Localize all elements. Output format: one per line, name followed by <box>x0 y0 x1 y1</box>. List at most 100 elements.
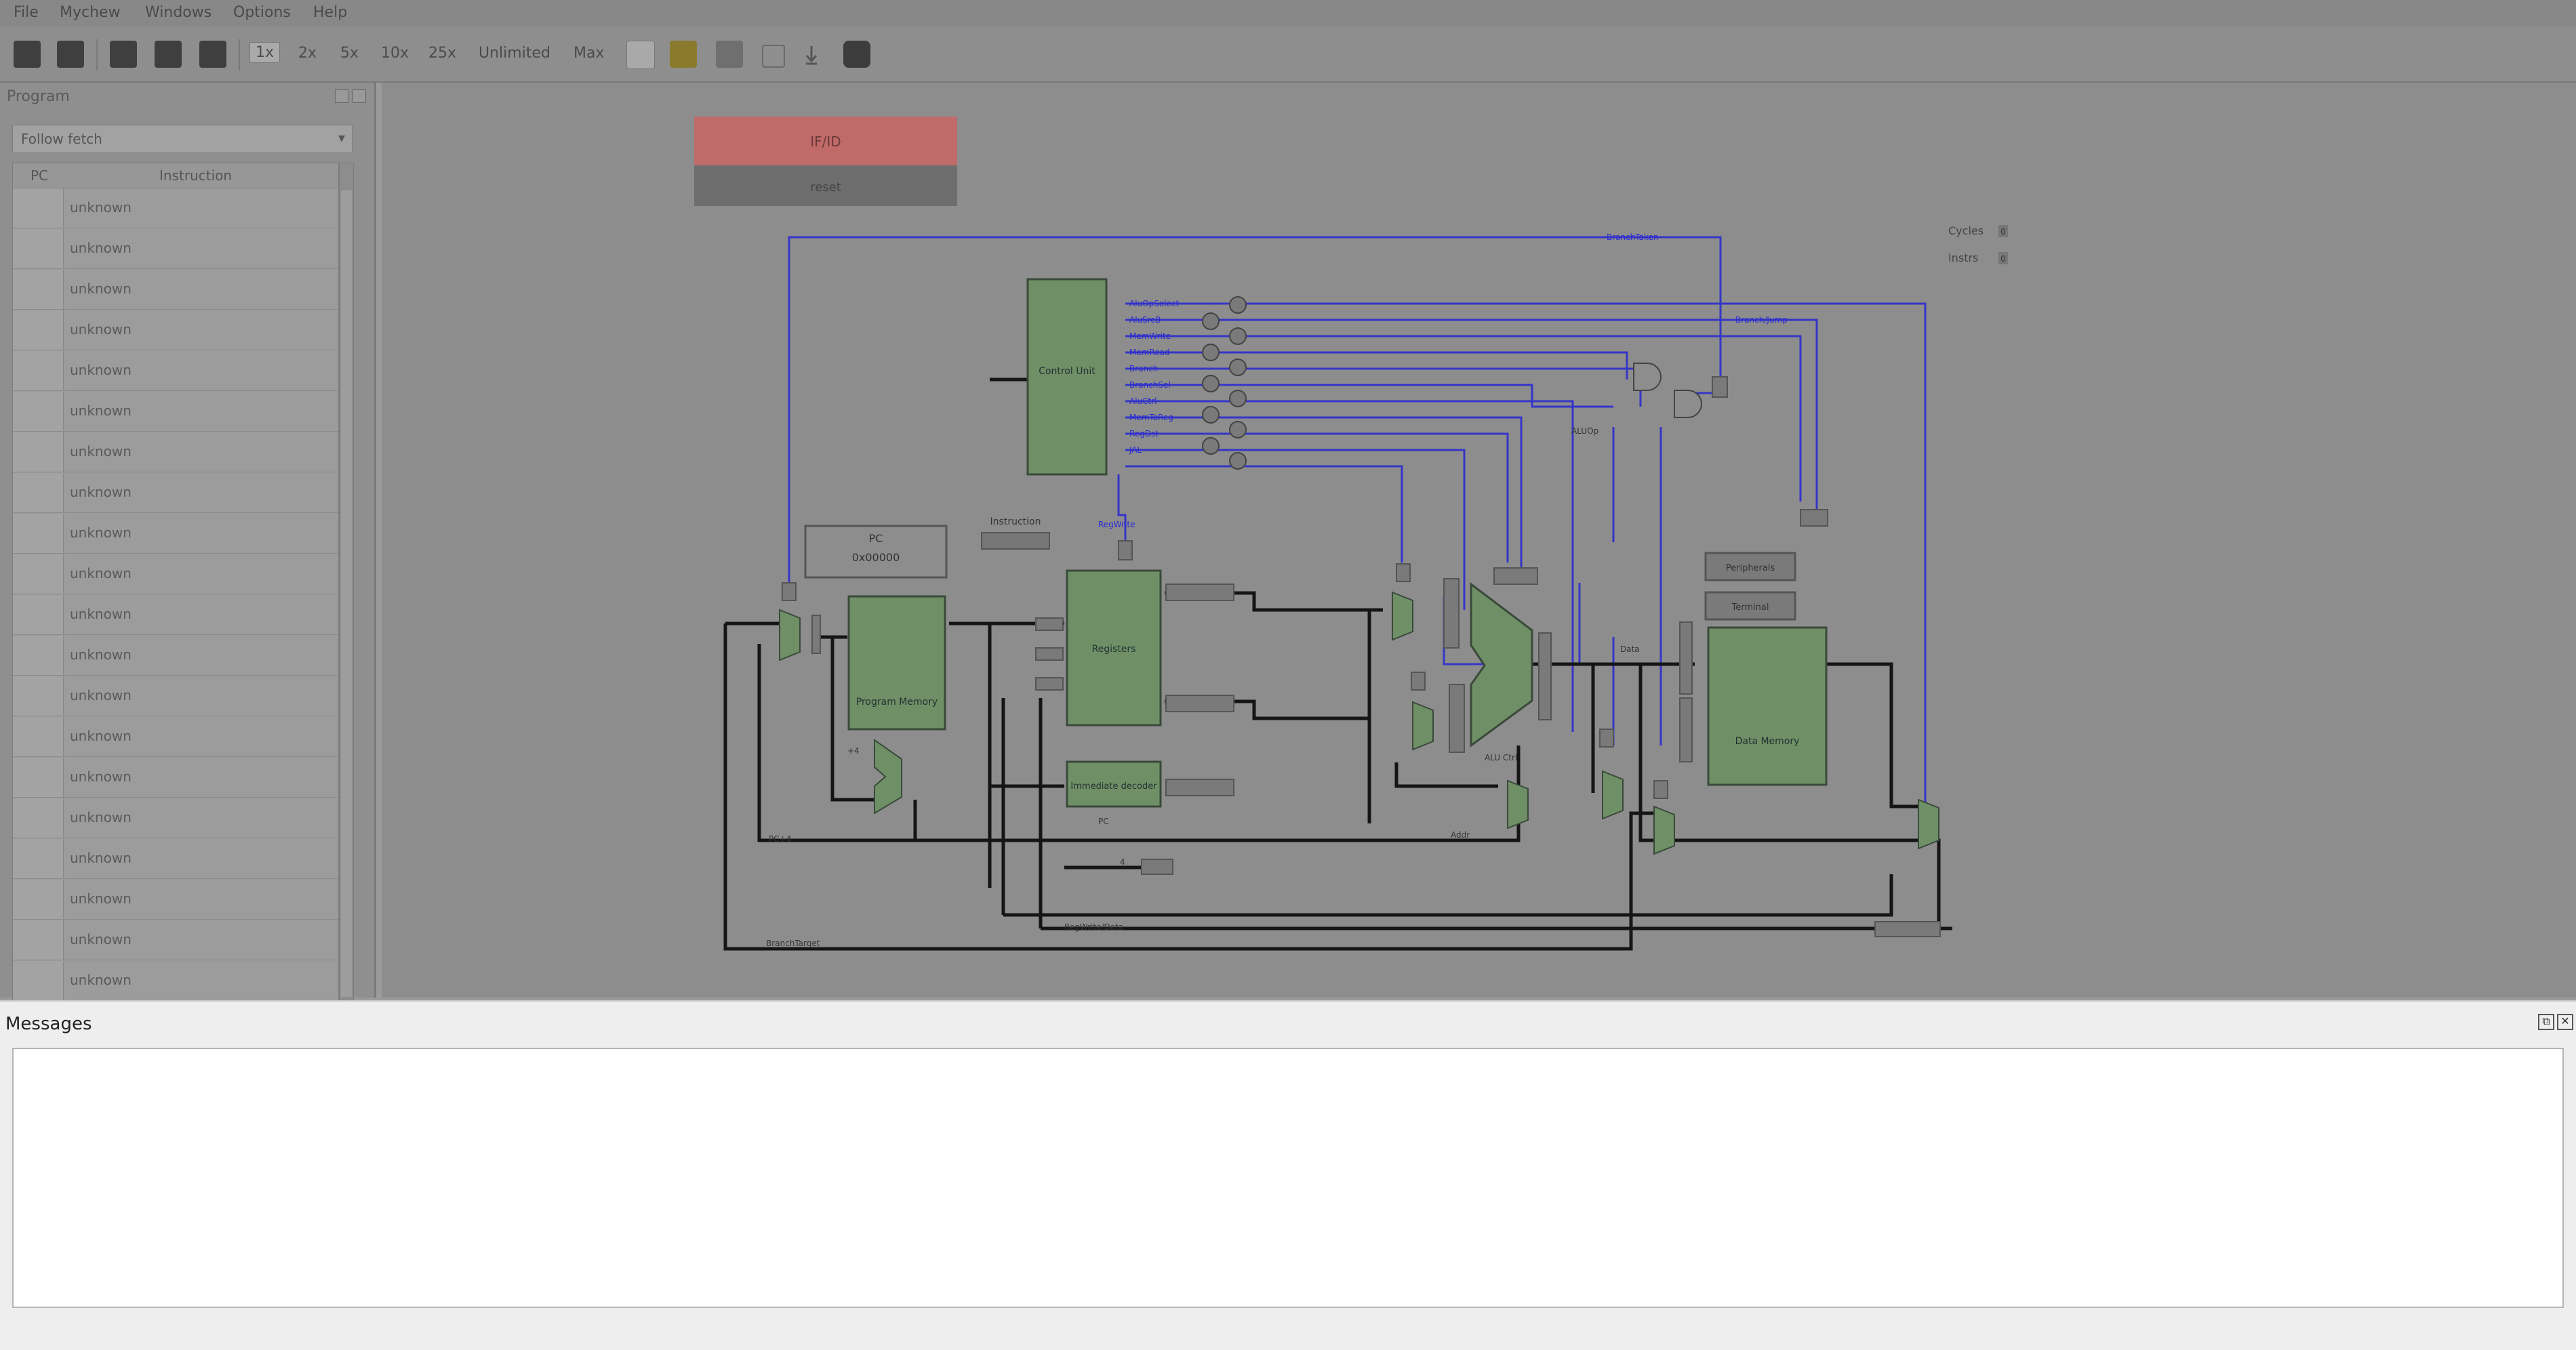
table-row[interactable]: unknown <box>13 554 338 594</box>
table-row[interactable]: unknown <box>13 432 338 472</box>
table-row[interactable]: unknown <box>13 961 338 1001</box>
program-panel: Program Follow fetch ▾ PC Instruction un… <box>0 83 376 1068</box>
table-row[interactable]: unknown <box>13 880 338 920</box>
row-pc-cell[interactable] <box>13 188 64 228</box>
table-row[interactable]: unknown <box>13 514 338 554</box>
table-row[interactable]: unknown <box>13 310 338 350</box>
row-pc-cell[interactable] <box>13 310 64 350</box>
row-pc-cell[interactable] <box>13 270 64 309</box>
reset-icon[interactable] <box>110 41 137 68</box>
select-processor-icon[interactable] <box>14 41 41 68</box>
table-row[interactable]: unknown <box>13 920 338 960</box>
new-file-icon[interactable] <box>626 41 655 69</box>
row-pc-cell[interactable] <box>13 717 64 756</box>
row-pc-cell[interactable] <box>13 636 64 675</box>
toolbar: 1x 2x 5x 10x 25x Unlimited Max <box>0 27 2576 83</box>
row-instruction: unknown <box>70 525 132 541</box>
row-pc-cell[interactable] <box>13 676 64 716</box>
close-panel-icon[interactable] <box>353 89 366 103</box>
row-pc-cell[interactable] <box>13 554 64 594</box>
processor-canvas[interactable]: IF/ID reset Cycles 0 Instrs 0 <box>382 83 2576 998</box>
four-label: 4 <box>1120 857 1125 867</box>
table-row[interactable]: unknown <box>13 798 338 838</box>
branch-jump-label: Branch/Jump <box>1735 315 1788 325</box>
menu-file[interactable]: File <box>14 4 39 21</box>
speed-2x[interactable]: 2x <box>298 45 317 62</box>
control-unit-block[interactable] <box>1026 278 1108 476</box>
program-memory-block[interactable] <box>847 595 946 731</box>
reset-label: reset <box>810 180 841 195</box>
speed-1x[interactable]: 1x <box>249 42 281 63</box>
float-panel-icon[interactable] <box>335 89 348 103</box>
row-pc-cell[interactable] <box>13 920 64 960</box>
row-pc-cell[interactable] <box>13 351 64 390</box>
speed-unlimited[interactable]: Unlimited <box>479 45 550 62</box>
menu-options[interactable]: Options <box>233 4 291 21</box>
table-row[interactable]: unknown <box>13 636 338 676</box>
table-row[interactable]: unknown <box>13 595 338 635</box>
terminal-label: Terminal <box>1731 602 1769 613</box>
terminal-box[interactable] <box>1704 591 1796 621</box>
row-instruction: unknown <box>70 199 132 216</box>
menu-windows[interactable]: Windows <box>145 4 212 21</box>
speed-5x[interactable]: 5x <box>340 45 359 62</box>
row-pc-cell[interactable] <box>13 961 64 1000</box>
row-pc-cell[interactable] <box>13 798 64 838</box>
row-pc-cell[interactable] <box>13 432 64 472</box>
muxes <box>779 591 1939 855</box>
table-row[interactable]: unknown <box>13 839 338 879</box>
table-row[interactable]: unknown <box>13 270 338 310</box>
table-row[interactable]: unknown <box>13 758 338 798</box>
follow-select[interactable]: Follow fetch ▾ <box>12 125 353 153</box>
row-instruction: unknown <box>70 728 132 744</box>
save-icon[interactable] <box>716 41 743 68</box>
menu-mychew[interactable]: Mychew <box>60 4 121 21</box>
immediate-decoder-block[interactable] <box>1066 760 1162 808</box>
instrs-value: 0 <box>2000 254 2006 264</box>
speed-25x[interactable]: 25x <box>428 45 457 62</box>
table-row[interactable]: unknown <box>13 392 338 432</box>
peripherals-box[interactable] <box>1704 552 1796 581</box>
row-pc-cell[interactable] <box>13 595 64 634</box>
pc-box[interactable] <box>804 525 948 579</box>
signal-aluctrl: AluCtrl <box>1129 396 1157 406</box>
table-row[interactable]: unknown <box>13 188 338 228</box>
col-pc-header[interactable]: PC <box>31 167 49 184</box>
close-messages-icon[interactable]: ✕ <box>2557 1014 2573 1030</box>
messages-text-area[interactable] <box>12 1048 2564 1308</box>
row-pc-cell[interactable] <box>13 229 64 268</box>
row-pc-cell[interactable] <box>13 758 64 797</box>
row-pc-cell[interactable] <box>13 880 64 919</box>
tags-icon[interactable] <box>843 41 870 68</box>
row-pc-cell[interactable] <box>13 473 64 512</box>
expand-icon[interactable] <box>762 45 785 68</box>
table-row[interactable]: unknown <box>13 473 338 513</box>
program-scrollbar[interactable] <box>339 163 354 1027</box>
registers-block[interactable] <box>1066 569 1162 727</box>
signal-branch: Branch <box>1129 364 1158 373</box>
data-memory-block[interactable] <box>1707 626 1828 786</box>
table-row[interactable]: unknown <box>13 717 338 757</box>
step-back-icon[interactable] <box>155 41 182 68</box>
table-row[interactable]: unknown <box>13 351 338 391</box>
scrollbar-thumb[interactable] <box>341 190 352 997</box>
float-messages-icon[interactable]: ⧉ <box>2538 1014 2554 1030</box>
speed-max[interactable]: Max <box>573 45 605 62</box>
alu-block[interactable] <box>1470 581 1533 748</box>
table-row[interactable]: unknown <box>13 676 338 716</box>
row-pc-cell[interactable] <box>13 514 64 553</box>
cycles-value: 0 <box>2000 227 2006 237</box>
step-icon[interactable] <box>199 41 226 68</box>
table-row[interactable]: unknown <box>13 229 338 269</box>
program-panel-title: Program <box>7 88 70 105</box>
row-pc-cell[interactable] <box>13 392 64 431</box>
row-instruction: unknown <box>70 240 132 256</box>
menu-help[interactable]: Help <box>313 4 348 21</box>
open-folder-icon[interactable] <box>670 41 697 68</box>
row-pc-cell[interactable] <box>13 839 64 878</box>
settings-icon[interactable] <box>57 41 84 68</box>
download-icon[interactable] <box>803 43 820 66</box>
speed-10x[interactable]: 10x <box>381 45 409 62</box>
row-instruction: unknown <box>70 931 132 947</box>
col-instruction-header[interactable]: Instruction <box>159 167 233 184</box>
